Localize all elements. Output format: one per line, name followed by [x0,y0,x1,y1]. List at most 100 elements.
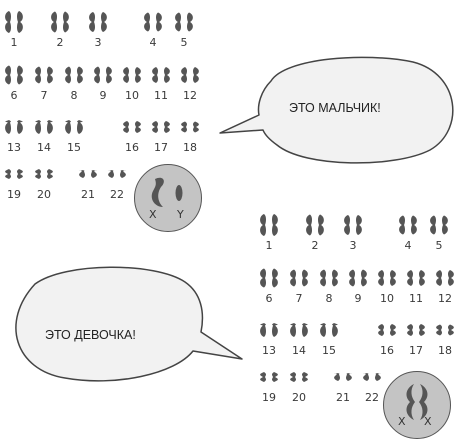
male-chromosome-21 [77,162,99,186]
male-chromosome-1 [3,10,25,34]
female-chromosome-number: 2 [311,239,319,252]
male-chromosome-number: 1 [10,36,18,49]
female-chromosome-11 [405,266,427,290]
bubble-boy-text: ЭТО МАЛЬЧИК! [289,101,381,115]
male-chromosome-number: 10 [125,89,139,102]
female-chromosome-5 [428,213,450,237]
male-chromosome-number: 22 [110,188,124,201]
female-chromosome-number: 16 [380,344,394,357]
female-chromosome-17 [405,318,427,342]
female-chromosome-6 [258,266,280,290]
male-chromosome-number: 17 [154,141,168,154]
female-chromosome-10 [376,266,398,290]
male-chromosome-number: 6 [10,89,18,102]
female-chromosome-18 [434,318,456,342]
male-chromosome-10 [121,63,143,87]
female-chromosome-number: 7 [295,292,303,305]
male-chromosome-4 [142,10,164,34]
female-chromosome-12 [434,266,456,290]
male-chromosome-number: 21 [81,188,95,201]
female-chromosome-14 [288,318,310,342]
male-chromosome-number: 14 [37,141,51,154]
male-chromosome-number: 7 [40,89,48,102]
male-chromosome-number: 13 [7,141,21,154]
male-chromosome-17 [150,115,172,139]
female-chromosome-number: 13 [262,344,276,357]
male-chromosome-number: 8 [70,89,78,102]
male-chromosome-13 [3,115,25,139]
male-chromosome-number: 19 [7,188,21,201]
female-sex-chromosome-label: X [398,415,406,428]
male-chromosome-16 [121,115,143,139]
male-chromosome-number: 4 [149,36,157,49]
male-chromosome-number: 11 [154,89,168,102]
female-chromosome-3 [342,213,364,237]
female-chromosome-number: 3 [349,239,357,252]
male-chromosome-8 [63,63,85,87]
female-chromosome-4 [397,213,419,237]
bubble-girl-text: ЭТО ДЕВОЧКА! [45,328,136,342]
male-chromosome-14 [33,115,55,139]
male-sex-chromosome-label: Y [177,208,184,221]
female-chromosome-number: 18 [438,344,452,357]
male-chromosome-number: 9 [99,89,107,102]
male-chromosome-7 [33,63,55,87]
female-chromosome-number: 5 [435,239,443,252]
female-chromosome-number: 9 [354,292,362,305]
female-chromosome-19 [258,365,280,389]
female-chromosome-number: 14 [292,344,306,357]
male-chromosome-number: 18 [183,141,197,154]
male-chromosome-number: 3 [94,36,102,49]
speech-bubble-boy: ЭТО МАЛЬЧИК! [215,50,465,170]
male-sex-chromosome-label: X [149,208,157,221]
male-chromosome-2 [49,10,71,34]
male-chromosome-5 [173,10,195,34]
male-chromosome-number: 5 [180,36,188,49]
female-chromosome-number: 20 [292,391,306,404]
speech-bubble-girl: ЭТО ДЕВОЧКА! [5,262,245,392]
male-chromosome-15 [63,115,85,139]
male-chromosome-19 [3,162,25,186]
male-chromosome-number: 20 [37,188,51,201]
female-chromosome-number: 11 [409,292,423,305]
female-chromosome-number: 21 [336,391,350,404]
female-chromosome-1 [258,213,280,237]
male-chromosome-6 [3,63,25,87]
male-chromosome-number: 15 [67,141,81,154]
male-chromosome-11 [150,63,172,87]
female-chromosome-21 [332,365,354,389]
female-chromosome-16 [376,318,398,342]
female-chromosome-number: 1 [265,239,273,252]
male-chromosome-number: 12 [183,89,197,102]
female-chromosome-8 [318,266,340,290]
male-chromosome-18 [179,115,201,139]
female-chromosome-number: 22 [365,391,379,404]
female-sex-chromosome-label: X [424,415,432,428]
male-chromosome-number: 2 [56,36,64,49]
female-chromosome-number: 17 [409,344,423,357]
female-chromosome-number: 15 [322,344,336,357]
female-chromosome-number: 10 [380,292,394,305]
female-chromosome-number: 4 [404,239,412,252]
male-chromosome-22 [106,162,128,186]
male-chromosome-number: 16 [125,141,139,154]
female-chromosome-2 [304,213,326,237]
male-chromosome-20 [33,162,55,186]
female-chromosome-number: 8 [325,292,333,305]
female-chromosome-15 [318,318,340,342]
male-chromosome-3 [87,10,109,34]
female-chromosome-number: 6 [265,292,273,305]
female-chromosome-22 [361,365,383,389]
female-chromosome-9 [347,266,369,290]
female-chromosome-13 [258,318,280,342]
female-chromosome-20 [288,365,310,389]
female-chromosome-number: 12 [438,292,452,305]
female-chromosome-number: 19 [262,391,276,404]
female-chromosome-7 [288,266,310,290]
male-chromosome-9 [92,63,114,87]
male-chromosome-12 [179,63,201,87]
